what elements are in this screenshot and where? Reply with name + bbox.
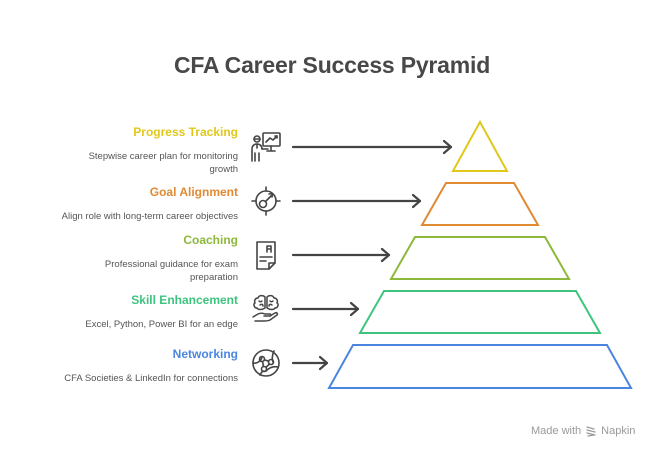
- pyramid-tier-networking: [327, 344, 633, 389]
- level-desc-coaching: Professional guidance for exam preparati…: [105, 258, 238, 284]
- level-title-networking: Networking: [172, 347, 238, 361]
- desc-line: Stepwise career plan for monitoring: [88, 151, 238, 162]
- arrow-goal-alignment: [291, 193, 422, 209]
- arrow-skill-enhancement: [291, 301, 360, 317]
- page-title: CFA Career Success Pyramid: [173, 52, 491, 78]
- target-compass-icon: [251, 186, 281, 216]
- globe-network-icon: [252, 349, 280, 377]
- pyramid-tier-coaching: [389, 236, 571, 280]
- level-title-goal-alignment: Goal Alignment: [149, 185, 238, 199]
- desc-line: Professional guidance for exam: [104, 259, 238, 270]
- arrow-coaching: [291, 247, 391, 263]
- pyramid-tier-skill-enhancement: [358, 290, 602, 334]
- level-desc-skill-enhancement: Excel, Python, Power BI for an edge: [85, 319, 238, 330]
- level-title-progress-tracking: Progress Tracking: [133, 125, 238, 139]
- brain-hand-icon: [252, 294, 279, 322]
- made-with-label: Made with: [531, 425, 582, 437]
- level-title-coaching: Coaching: [183, 233, 238, 247]
- desc-line: growth: [209, 164, 238, 175]
- graded-document-icon: [256, 241, 276, 270]
- arrow-progress-tracking: [291, 139, 453, 155]
- napkin-brand-label: Napkin: [601, 425, 636, 437]
- level-desc-goal-alignment: Align role with long-term career objecti…: [61, 211, 238, 222]
- desc-line: preparation: [189, 272, 238, 283]
- level-desc-networking: CFA Societies & LinkedIn for connections: [64, 373, 238, 384]
- level-title-skill-enhancement: Skill Enhancement: [131, 293, 238, 307]
- made-with-napkin-badge[interactable]: Made with Napkin: [531, 425, 635, 437]
- arrow-networking: [291, 355, 329, 371]
- presentation-chart-icon: [251, 132, 281, 162]
- napkin-logo-icon: [586, 426, 596, 437]
- level-desc-progress-tracking: Stepwise career plan for monitoring grow…: [89, 150, 238, 176]
- pyramid-tier-progress-tracking: [451, 119, 509, 172]
- pyramid-tier-goal-alignment: [420, 182, 540, 226]
